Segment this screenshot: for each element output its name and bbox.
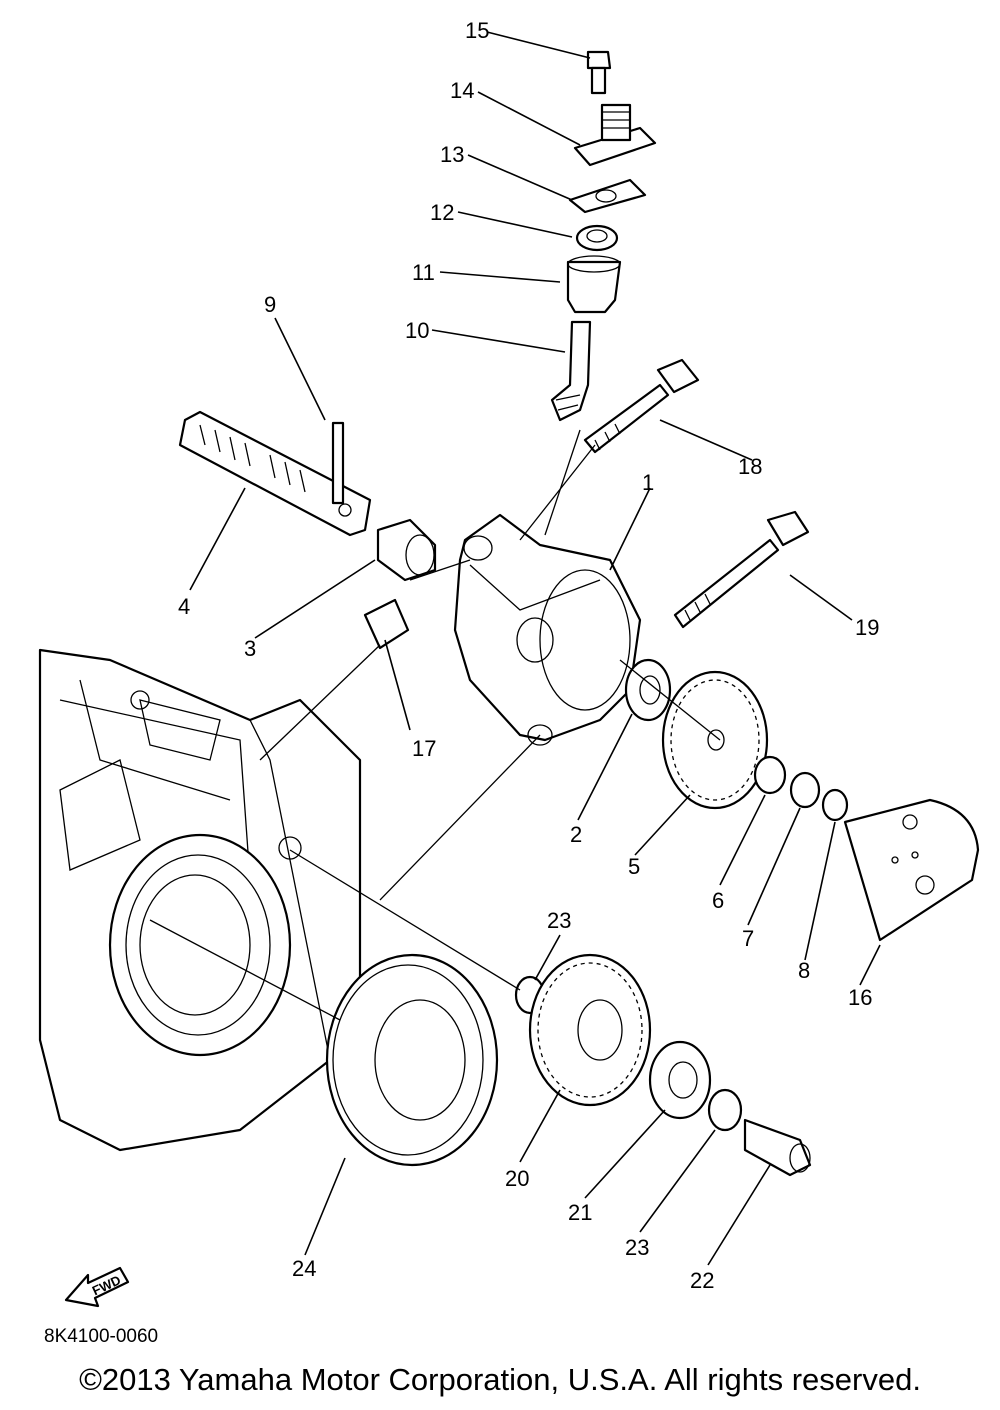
- part-2-oil-seal: [624, 658, 672, 722]
- part-label: 17: [412, 736, 436, 761]
- part-14-fitting: [573, 103, 657, 167]
- part-12-seal: [575, 224, 619, 252]
- part-9-pin: [331, 421, 345, 505]
- part-label: 20: [505, 1166, 529, 1191]
- part-label: 18: [738, 454, 762, 479]
- alignment-lines: [149, 429, 721, 1021]
- part-label: 4: [178, 594, 190, 619]
- drawing-code: 8K4100-0060: [44, 1326, 158, 1347]
- part-5-gear: [661, 670, 769, 810]
- crankcase-illustration: [38, 648, 362, 1152]
- part-label: 8: [798, 958, 810, 983]
- part-23-ring-lower: [707, 1088, 743, 1132]
- part-1-housing: [453, 513, 642, 746]
- part-16-plate: [843, 798, 980, 942]
- part-4-worm-shaft: [178, 410, 372, 537]
- part-20-gear: [528, 953, 652, 1107]
- part-11-sleeve: [566, 255, 622, 314]
- part-3-bushing: [376, 518, 437, 582]
- part-label: 23: [625, 1235, 649, 1260]
- fwd-label: FWD: [90, 1272, 123, 1298]
- part-label: 23: [547, 908, 571, 933]
- part-18-bolt: [583, 358, 700, 454]
- part-17-dowel: [363, 598, 410, 650]
- part-15-bolt: [586, 50, 612, 95]
- part-8-circlip: [821, 788, 849, 822]
- part-label: 5: [628, 854, 640, 879]
- part-number-labels: 15 14 13 12 11 10 9 4 3 17 1 18 19 2 5 6…: [178, 18, 879, 1293]
- part-label: 12: [430, 200, 454, 225]
- part-label: 15: [465, 18, 489, 43]
- part-label: 7: [742, 926, 754, 951]
- callout-leaders: [189, 31, 881, 1266]
- part-label: 6: [712, 888, 724, 913]
- part-22-shaft: [743, 1118, 812, 1177]
- copyright-notice: ©2013 Yamaha Motor Corporation, U.S.A. A…: [79, 1362, 921, 1397]
- part-10-driven-shaft: [550, 320, 592, 422]
- part-label: 11: [412, 260, 435, 285]
- part-6-washer: [753, 755, 787, 795]
- part-label: 24: [292, 1256, 316, 1281]
- part-label: 22: [690, 1268, 714, 1293]
- part-label: 3: [244, 636, 256, 661]
- part-13-gasket: [568, 178, 647, 214]
- part-label: 19: [855, 615, 879, 640]
- part-19-bolt: [673, 510, 810, 629]
- part-label: 2: [570, 822, 582, 847]
- part-label: 14: [450, 78, 474, 103]
- part-label: 9: [264, 292, 276, 317]
- part-label: 16: [848, 985, 872, 1010]
- part-label: 1: [642, 470, 654, 495]
- part-label: 21: [568, 1200, 592, 1225]
- part-24-large-seal: [325, 953, 499, 1167]
- part-label: 10: [405, 318, 429, 343]
- part-21-bearing: [648, 1040, 712, 1120]
- part-label: 13: [440, 142, 464, 167]
- fwd-arrow-icon: FWD: [64, 1266, 130, 1308]
- part-7-washer: [789, 771, 821, 809]
